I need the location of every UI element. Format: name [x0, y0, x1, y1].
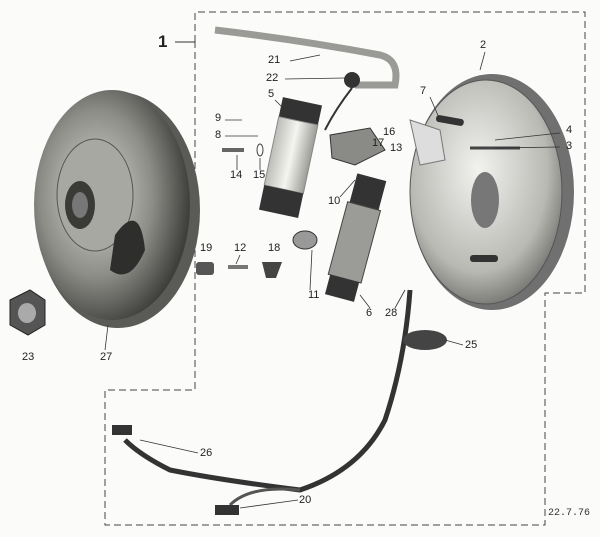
contact-breaker: [329, 127, 386, 166]
screw-12: [228, 265, 248, 269]
part-label-3: 3: [566, 140, 573, 152]
assembly-boundary: [104, 11, 586, 526]
part-label-12: 12: [234, 242, 247, 254]
part-18: [262, 262, 282, 278]
connector-20: [215, 505, 239, 515]
part-label-27: 27: [100, 351, 113, 363]
leader-lines: [104, 51, 561, 509]
part-label-28: 28: [385, 307, 398, 319]
part-label-14: 14: [230, 169, 243, 181]
screw-14: [222, 148, 244, 152]
part-label-19: 19: [200, 242, 213, 254]
part-label-5: 5: [268, 88, 275, 100]
part-label-25: 25: [465, 339, 478, 351]
connector-26: [112, 425, 132, 435]
cap-19: [196, 262, 214, 275]
lighting-coil: [324, 173, 387, 302]
part-label-6: 6: [366, 307, 373, 319]
part-label-20: 20: [299, 494, 312, 506]
part-label-4: 4: [566, 124, 573, 136]
part-label-15: 15: [253, 169, 266, 181]
part-label-11: 11: [308, 289, 320, 301]
part-label-16: 16: [383, 126, 396, 138]
washer-15: [256, 143, 264, 157]
part-label-23: 23: [22, 351, 35, 363]
part-label-22: 22: [266, 72, 279, 84]
part-label-7: 7: [420, 85, 427, 97]
part-label-13: 13: [390, 142, 403, 154]
date-stamp: 22.7.76: [548, 508, 591, 519]
grommet-25: [403, 330, 447, 350]
part-label-9: 9: [215, 112, 222, 124]
part-label-2: 2: [480, 39, 487, 51]
ignition-coil: [259, 97, 323, 218]
part-label-10: 10: [328, 195, 341, 207]
part-label-26: 26: [200, 447, 213, 459]
grommet: [344, 72, 360, 88]
wire-harness-top: [214, 26, 400, 89]
flywheel: [34, 90, 200, 328]
part-label-18: 18: [268, 242, 281, 254]
group-label: 1: [158, 32, 168, 51]
lower-cable: [123, 289, 413, 493]
part-label-21: 21: [268, 54, 281, 66]
stator-plate: [409, 74, 574, 310]
part-label-8: 8: [215, 129, 222, 141]
condenser: [292, 230, 318, 250]
part-label-17: 17: [372, 137, 385, 149]
